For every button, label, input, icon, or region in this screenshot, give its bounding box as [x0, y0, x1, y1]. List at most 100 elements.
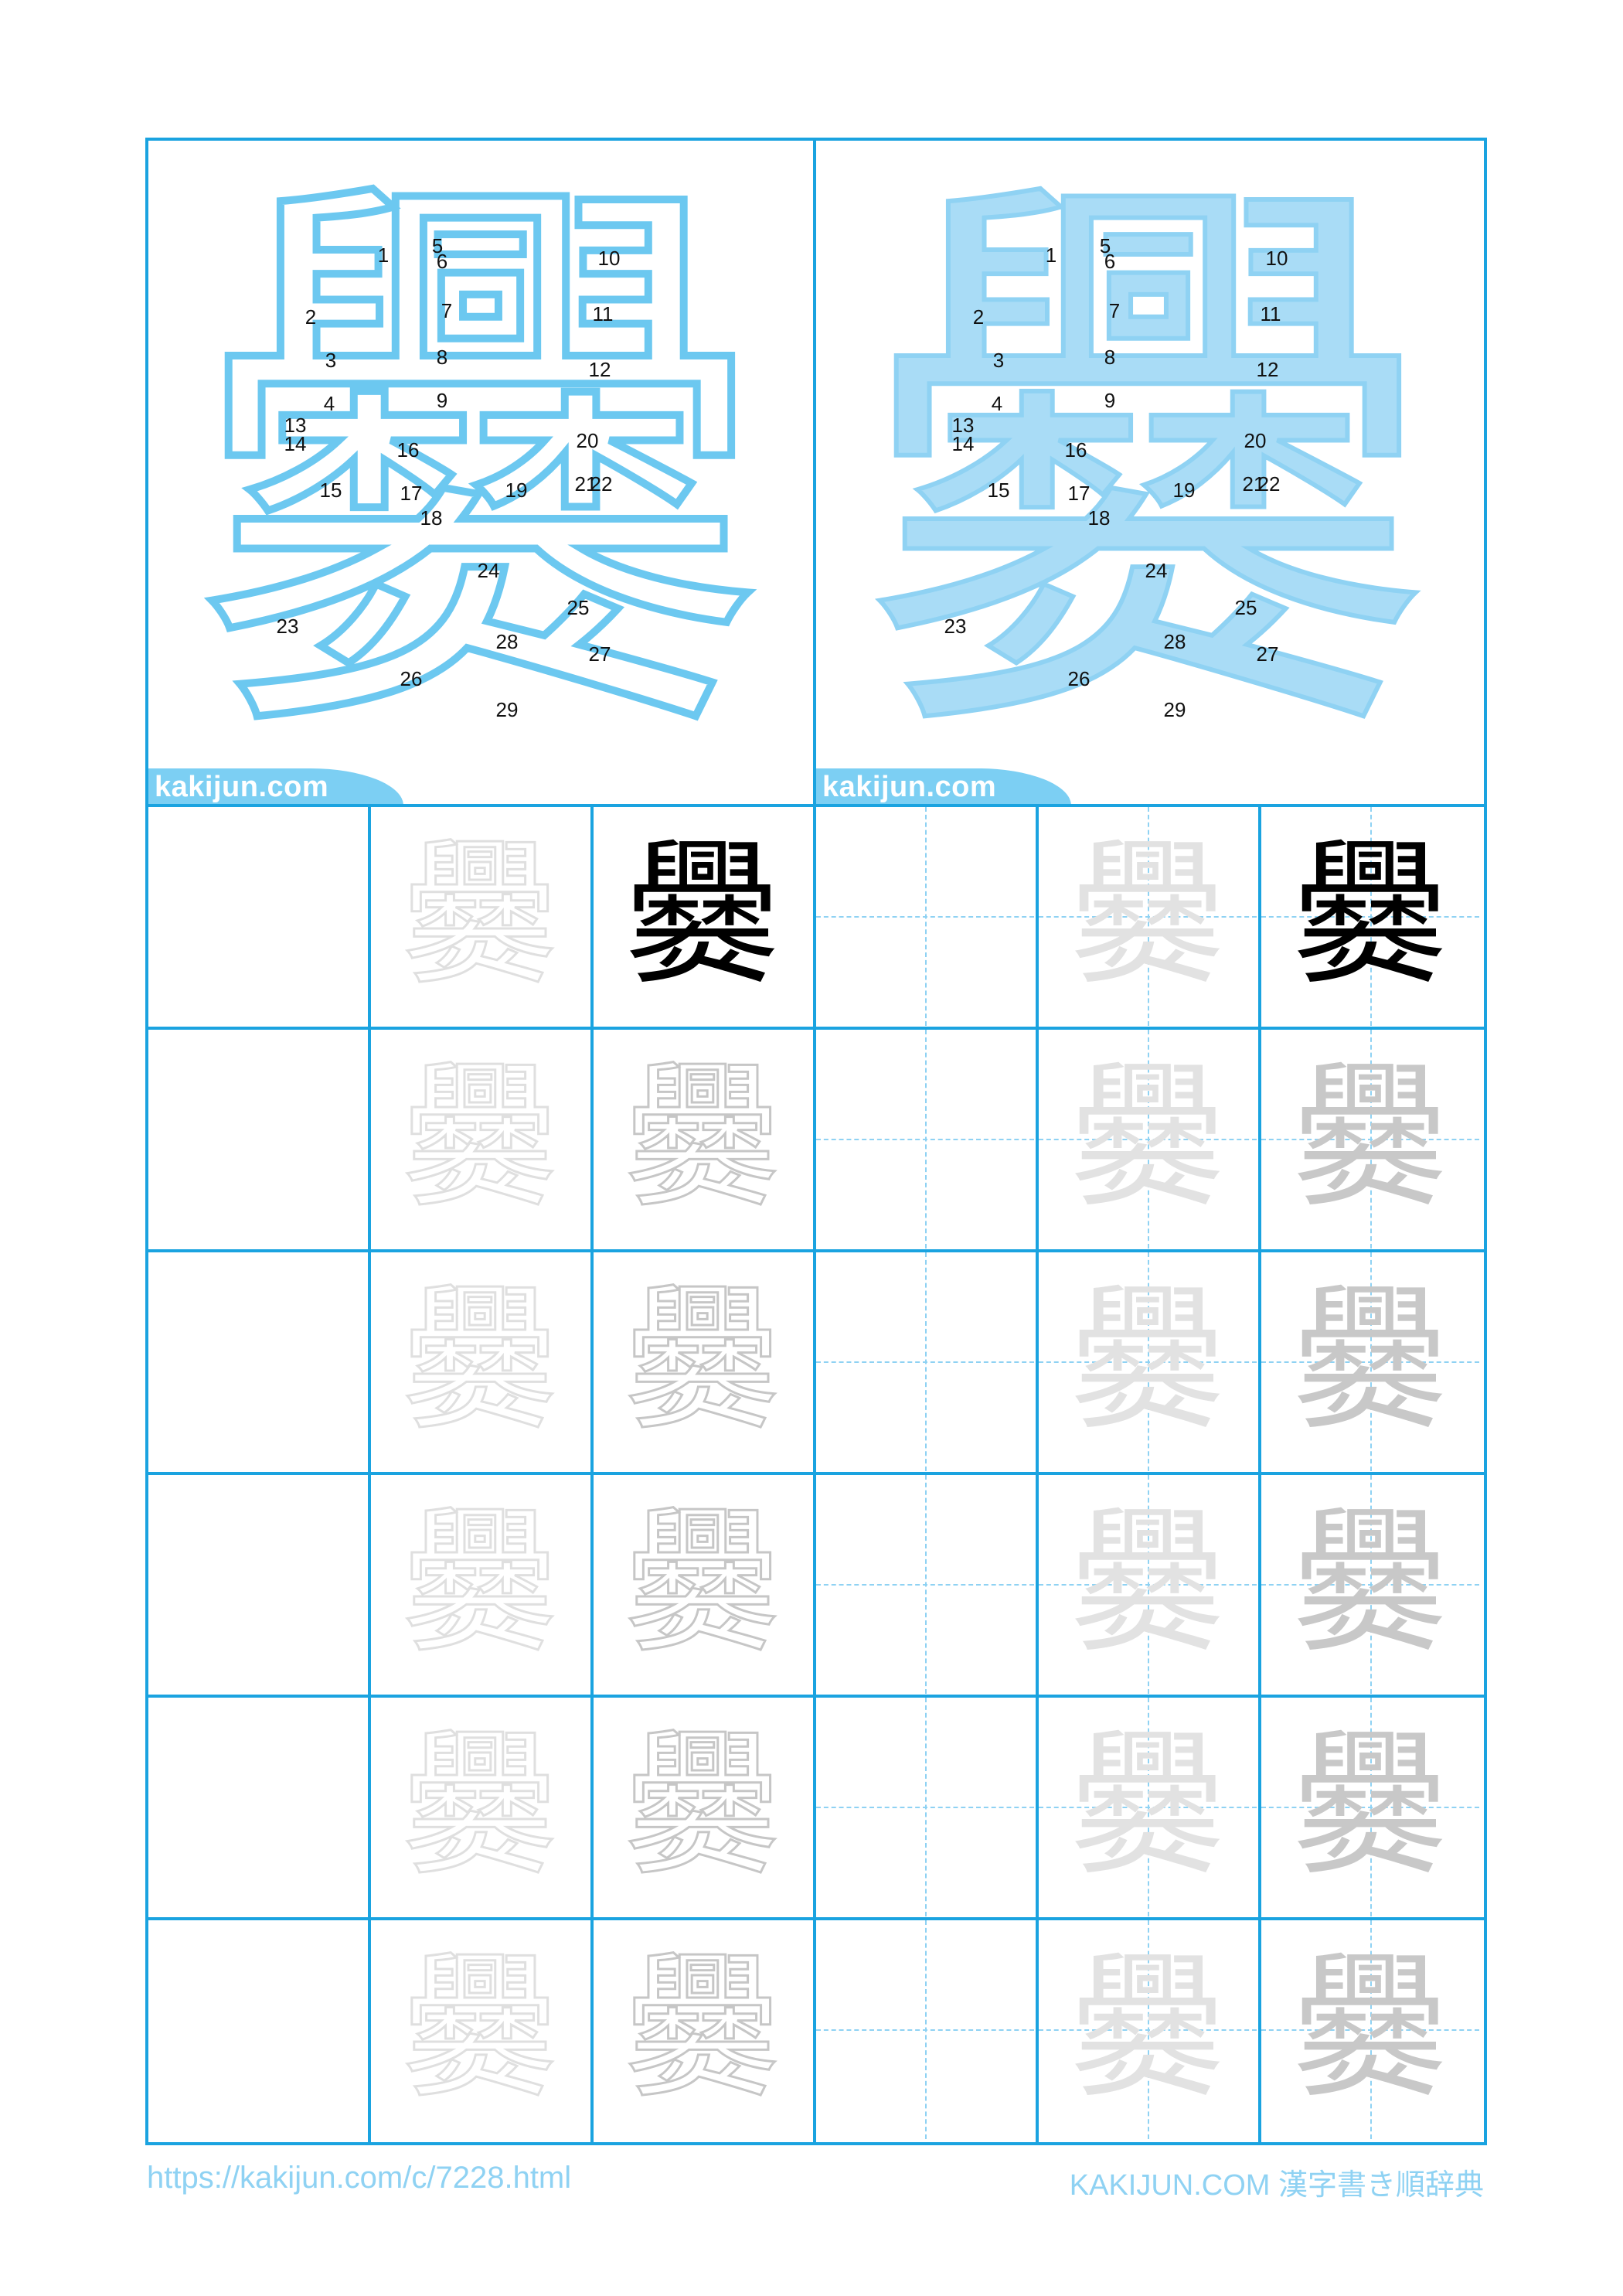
stroke-number-6: 6 [1104, 250, 1116, 273]
guide-line-horizontal [1261, 2029, 1479, 2031]
practice-cell-r2-c6[interactable]: 爨 [1261, 1030, 1479, 1248]
practice-cell-r4-c3[interactable]: 爨 [594, 1475, 812, 1694]
stroke-number-4: 4 [323, 392, 335, 415]
stroke-number-10: 10 [1265, 247, 1288, 270]
practice-cell-r6-c1[interactable] [148, 1920, 366, 2139]
guide-line-horizontal [1261, 1584, 1479, 1586]
practice-cell-r3-c4[interactable] [816, 1252, 1034, 1471]
stroke-number-17: 17 [1067, 482, 1091, 505]
stroke-number-28: 28 [1163, 630, 1186, 653]
stroke-number-27: 27 [588, 642, 611, 666]
practice-cell-r5-c3[interactable]: 爨 [594, 1698, 812, 1916]
stroke-number-12: 12 [1256, 358, 1279, 381]
trace-character: 爨 [624, 1048, 781, 1231]
guide-line-horizontal [816, 2029, 1034, 2031]
practice-cell-r5-c6[interactable]: 爨 [1261, 1698, 1479, 1916]
trace-character: 爨 [401, 1271, 558, 1453]
stroke-number-23: 23 [276, 615, 299, 638]
row-divider-0 [145, 804, 1484, 807]
stroke-number-14: 14 [284, 432, 307, 455]
stroke-number-9: 9 [1104, 389, 1116, 412]
row-divider-5 [145, 1917, 1484, 1920]
stroke-number-4: 4 [991, 392, 1003, 415]
guide-line-horizontal [816, 916, 1034, 918]
practice-cell-r5-c1[interactable] [148, 1698, 366, 1916]
stroke-number-24: 24 [477, 559, 500, 582]
practice-cell-r5-c5[interactable]: 爨 [1039, 1698, 1257, 1916]
brand-tab-right: kakijun.com [816, 768, 1071, 804]
guide-line-horizontal [816, 1361, 1034, 1363]
practice-cell-r6-c5[interactable]: 爨 [1039, 1920, 1257, 2139]
guide-line-horizontal [1039, 2029, 1257, 2031]
stroke-number-7: 7 [1108, 299, 1121, 322]
practice-cell-r2-c5[interactable]: 爨 [1039, 1030, 1257, 1248]
stroke-number-14: 14 [951, 432, 975, 455]
practice-cell-r1-c6[interactable]: 爨 [1261, 807, 1479, 1026]
practice-cell-r2-c3[interactable]: 爨 [594, 1030, 812, 1248]
guide-line-horizontal [816, 1584, 1034, 1586]
guide-line-horizontal [1261, 1361, 1479, 1363]
practice-cell-r4-c2[interactable]: 爨 [371, 1475, 589, 1694]
stroke-number-20: 20 [576, 429, 599, 452]
practice-cell-r1-c5[interactable]: 爨 [1039, 807, 1257, 1026]
practice-cell-r4-c5[interactable]: 爨 [1039, 1475, 1257, 1694]
stroke-number-19: 19 [505, 479, 528, 502]
stroke-number-12: 12 [588, 358, 611, 381]
trace-character: 爨 [401, 826, 558, 1008]
trace-character: 爨 [1070, 1494, 1225, 1674]
practice-cell-r6-c2[interactable]: 爨 [371, 1920, 589, 2139]
stroke-number-18: 18 [1087, 506, 1111, 530]
stroke-number-16: 16 [396, 438, 420, 462]
practice-cell-r1-c3[interactable]: 爨 [594, 807, 812, 1026]
stroke-number-2: 2 [305, 305, 317, 329]
trace-character: 爨 [1292, 1049, 1448, 1229]
practice-cell-r6-c3[interactable]: 爨 [594, 1920, 812, 2139]
solid-character: 爨 [860, 141, 1437, 804]
stroke-number-28: 28 [495, 630, 519, 653]
practice-cell-r2-c4[interactable] [816, 1030, 1034, 1248]
stroke-number-15: 15 [987, 479, 1010, 502]
stroke-number-8: 8 [436, 346, 448, 369]
trace-character: 爨 [624, 1939, 781, 2121]
footer-url[interactable]: https://kakijun.com/c/7228.html [147, 2161, 572, 2195]
practice-cell-r3-c3[interactable]: 爨 [594, 1252, 812, 1471]
trace-character: 爨 [401, 1939, 558, 2121]
stroke-number-7: 7 [441, 299, 453, 322]
practice-cell-r5-c4[interactable] [816, 1698, 1034, 1916]
model-character: 爨 [624, 826, 780, 1007]
practice-cell-r1-c4[interactable] [816, 807, 1034, 1026]
row-divider-2 [145, 1249, 1484, 1252]
row-divider-1 [145, 1027, 1484, 1030]
stroke-number-25: 25 [1234, 596, 1257, 619]
practice-cell-r2-c2[interactable]: 爨 [371, 1030, 589, 1248]
practice-cell-r1-c2[interactable]: 爨 [371, 807, 589, 1026]
stroke-number-22: 22 [590, 472, 613, 496]
practice-cell-r4-c1[interactable] [148, 1475, 366, 1694]
stroke-number-29: 29 [1163, 698, 1186, 721]
practice-cell-r3-c1[interactable] [148, 1252, 366, 1471]
guide-line-horizontal [1039, 1584, 1257, 1586]
practice-cell-r6-c6[interactable]: 爨 [1261, 1920, 1479, 2139]
practice-cell-r3-c6[interactable]: 爨 [1261, 1252, 1479, 1471]
dashed-character: 爨 [191, 141, 771, 804]
stroke-number-25: 25 [567, 596, 590, 619]
stroke-number-29: 29 [495, 698, 519, 721]
practice-cell-r1-c1[interactable] [148, 807, 366, 1026]
stroke-number-9: 9 [436, 389, 448, 412]
stroke-number-19: 19 [1172, 479, 1196, 502]
guide-line-horizontal [816, 1139, 1034, 1140]
practice-cell-r3-c5[interactable]: 爨 [1039, 1252, 1257, 1471]
practice-cell-r5-c2[interactable]: 爨 [371, 1698, 589, 1916]
guide-line-horizontal [1039, 1361, 1257, 1363]
guide-line-horizontal [1261, 1139, 1479, 1140]
practice-cell-r6-c4[interactable] [816, 1920, 1034, 2139]
trace-character: 爨 [1292, 1272, 1448, 1452]
guide-line-horizontal [1039, 916, 1257, 918]
trace-character: 爨 [1070, 1940, 1225, 2120]
stroke-number-20: 20 [1244, 429, 1267, 452]
practice-cell-r4-c4[interactable] [816, 1475, 1034, 1694]
practice-cell-r2-c1[interactable] [148, 1030, 366, 1248]
practice-cell-r4-c6[interactable]: 爨 [1261, 1475, 1479, 1694]
practice-cell-r3-c2[interactable]: 爨 [371, 1252, 589, 1471]
